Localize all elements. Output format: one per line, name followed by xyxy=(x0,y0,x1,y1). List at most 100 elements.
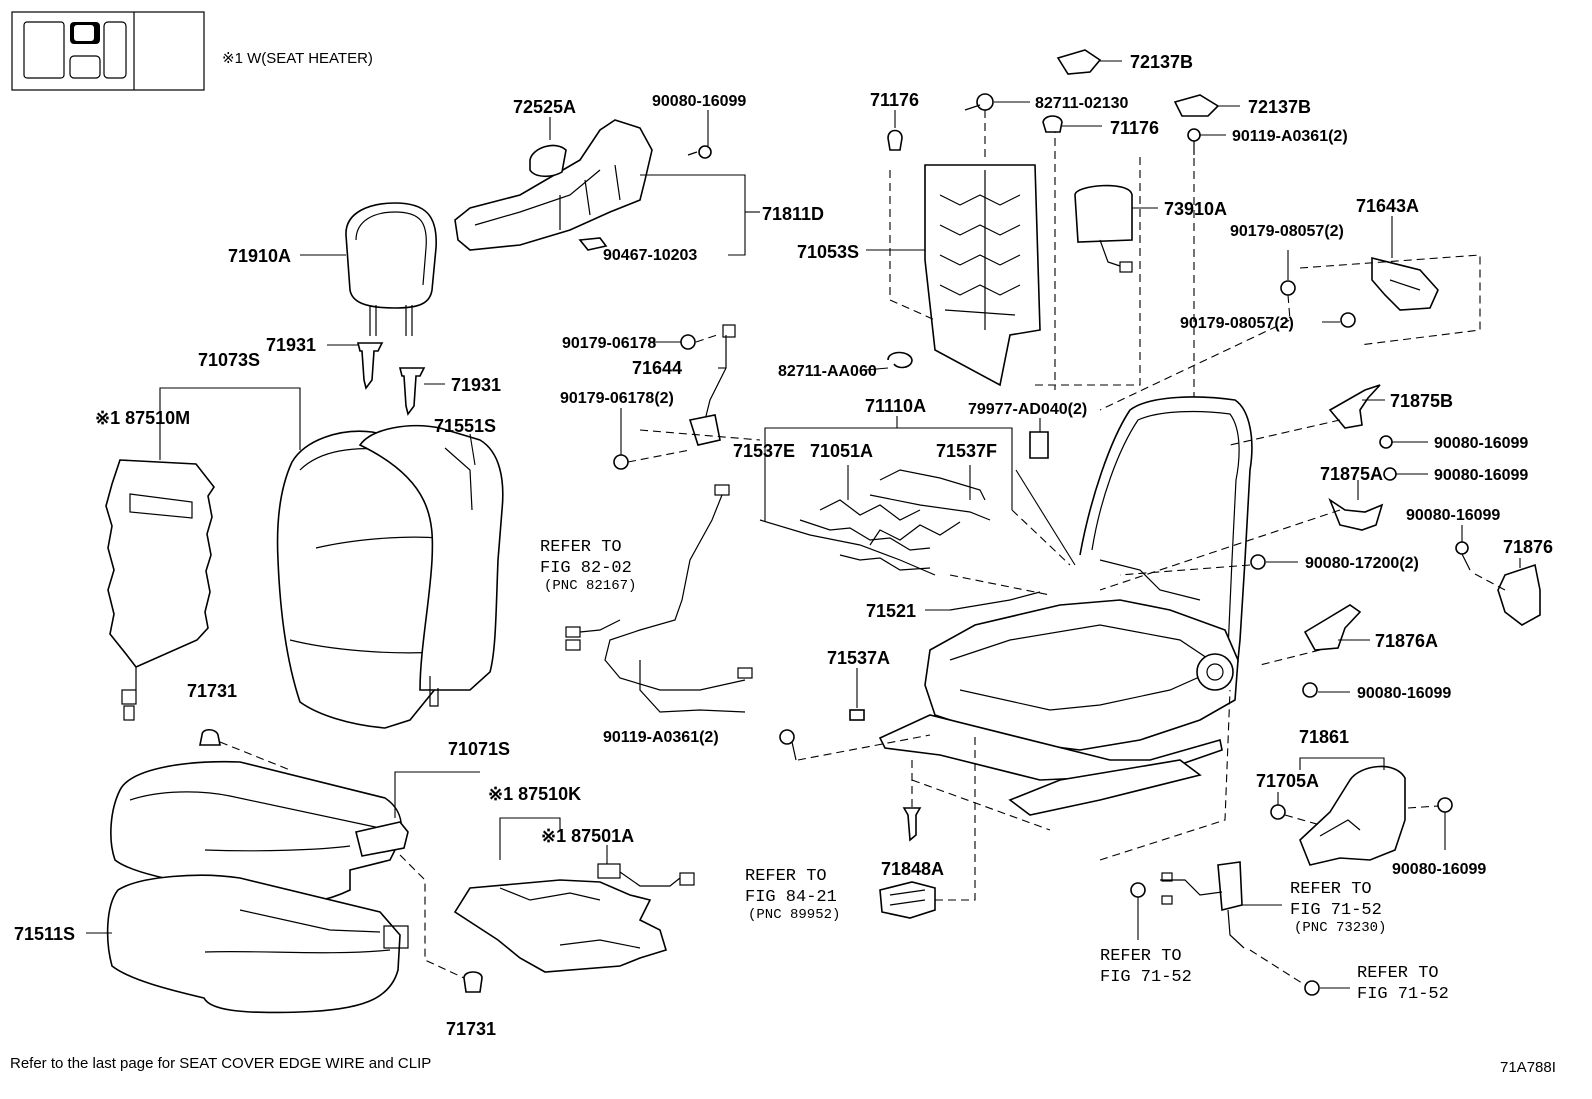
clip-part xyxy=(199,728,221,746)
ref-71-52b-line1: REFER TO xyxy=(1100,947,1182,966)
wire-clip-part xyxy=(887,129,903,151)
side-shield-part xyxy=(454,119,653,251)
label-71521: 71521 xyxy=(866,601,916,621)
knob-part xyxy=(529,144,567,178)
label-90080-r5: 90080-16099 xyxy=(1392,861,1486,878)
clip-71848A-part xyxy=(902,807,922,842)
label-71537A: 71537A xyxy=(827,648,890,668)
ref-82-02-line2: FIG 82-02 xyxy=(540,559,632,578)
ref-84-21-line3: (PNC 89952) xyxy=(748,907,840,923)
label-79977-AD040: 79977-AD040(2) xyxy=(968,401,1087,418)
label-90119-A0361-mid: 90119-A0361(2) xyxy=(603,729,719,746)
label-71176-a: 71176 xyxy=(870,90,919,110)
ref-84-21-line2: FIG 84-21 xyxy=(745,888,837,907)
label-71931-b: 71931 xyxy=(451,375,501,395)
label-71875A: 71875A xyxy=(1320,464,1383,484)
footer-note: Refer to the last page for SEAT COVER ED… xyxy=(10,1055,431,1072)
label-90467-10203: 90467-10203 xyxy=(603,247,697,264)
label-90080-r2: 90080-16099 xyxy=(1434,467,1528,484)
recliner-cover-part xyxy=(1299,765,1406,866)
label-71537F: 71537F xyxy=(936,441,997,461)
label-72525A: 72525A xyxy=(513,97,576,117)
legend-note: ※1 W(SEAT HEATER) xyxy=(222,50,373,67)
ref-71-52c-line1: REFER TO xyxy=(1357,964,1439,983)
wire-71521-part xyxy=(949,591,1041,611)
label-71731-b: 71731 xyxy=(446,1019,496,1039)
label-71705A: 71705A xyxy=(1256,771,1319,791)
label-71876A: 71876A xyxy=(1375,631,1438,651)
label-71537E: 71537E xyxy=(733,441,795,461)
label-72137B-a: 72137B xyxy=(1130,52,1193,72)
inner-cover-71875B-part xyxy=(1328,384,1381,429)
label-71511S: 71511S xyxy=(14,924,75,944)
label-87510K: ※1 87510K xyxy=(488,784,581,804)
label-90080-r1: 90080-16099 xyxy=(1434,435,1528,452)
label-73910A: 73910A xyxy=(1164,199,1227,219)
diagram-code: 71A788I xyxy=(1500,1059,1556,1076)
ref-71-52b-line2: FIG 71-52 xyxy=(1100,968,1192,987)
label-71848A: 71848A xyxy=(881,859,944,879)
label-82711-AA060: 82711-AA060 xyxy=(778,363,877,380)
label-71861: 71861 xyxy=(1299,727,1349,747)
ref-82-02-line3: (PNC 82167) xyxy=(544,578,636,594)
occupant-sensor-part xyxy=(879,881,936,919)
cushion-pad-part xyxy=(106,874,409,1014)
label-90179-08057-a: 90179-08057(2) xyxy=(1230,223,1344,240)
label-90179-06178-a: 90179-06178 xyxy=(562,335,656,352)
label-71731-a: 71731 xyxy=(187,681,237,701)
label-82711-02130: 82711-02130 xyxy=(1035,95,1129,112)
label-90080-r3: 90080-16099 xyxy=(1406,507,1500,524)
label-71051A: 71051A xyxy=(810,441,873,461)
ref-84-21-line1: REFER TO xyxy=(745,867,827,886)
cushion-heater-part xyxy=(453,863,695,973)
label-71910A: 71910A xyxy=(228,246,291,266)
cushion-spring-part xyxy=(759,469,991,576)
ref-71-52c-line2: FIG 71-52 xyxy=(1357,985,1449,1004)
label-71875B: 71875B xyxy=(1390,391,1453,411)
seat-belt-buckle-part xyxy=(1160,861,1245,949)
screw-part xyxy=(687,145,712,159)
cover-71876-part xyxy=(1497,563,1541,626)
seat-harness-part xyxy=(565,484,753,713)
label-71053S: 71053S xyxy=(797,242,859,262)
label-71876: 71876 xyxy=(1503,537,1553,557)
inner-cover-71875A-part xyxy=(1328,497,1384,531)
label-71176-b: 71176 xyxy=(1110,118,1159,138)
headrest-part xyxy=(345,202,437,336)
pad-part xyxy=(1029,431,1049,459)
label-90119-A0361-top: 90119-A0361(2) xyxy=(1232,128,1348,145)
label-71110A: 71110A xyxy=(865,396,926,416)
headrest-support-part xyxy=(356,342,426,416)
ref-82-02-line1: REFER TO xyxy=(540,538,622,557)
seatback-heater-part xyxy=(105,459,215,721)
harness-71644-part xyxy=(613,324,736,470)
label-90080-16099-top: 90080-16099 xyxy=(652,93,746,110)
label-71071S: 71071S xyxy=(448,739,510,759)
recliner-bracket-part xyxy=(1371,256,1439,311)
label-72137B-b: 72137B xyxy=(1248,97,1311,117)
label-87501A: ※1 87501A xyxy=(541,826,634,846)
sensor-pad-part xyxy=(849,709,865,721)
seat-location-icon xyxy=(11,11,205,91)
label-71644: 71644 xyxy=(632,358,682,378)
label-87510M: ※1 87510M xyxy=(95,408,190,428)
label-71073S: 71073S xyxy=(198,350,260,370)
seatback-spring-part xyxy=(924,164,1041,387)
label-71551S: 71551S xyxy=(434,416,496,436)
cover-71876A-part xyxy=(1303,604,1362,651)
seat-frame-part xyxy=(878,396,1253,816)
label-71811D: 71811D xyxy=(762,204,824,224)
side-airbag-part xyxy=(1074,184,1133,273)
label-71643A: 71643A xyxy=(1356,196,1419,216)
ref-71-52a-line1: REFER TO xyxy=(1290,880,1372,899)
seatback-pad-part xyxy=(358,425,504,707)
label-71931-a: 71931 xyxy=(266,335,316,355)
hook-clip-part xyxy=(887,351,913,369)
ref-71-52a-line2: FIG 71-52 xyxy=(1290,901,1382,920)
bolt-part xyxy=(779,729,797,761)
label-90080-r4: 90080-16099 xyxy=(1357,685,1451,702)
clip-part-bottom xyxy=(463,971,483,993)
ref-71-52a-line3: (PNC 73230) xyxy=(1294,920,1386,936)
cushion-cover-part xyxy=(110,760,409,908)
